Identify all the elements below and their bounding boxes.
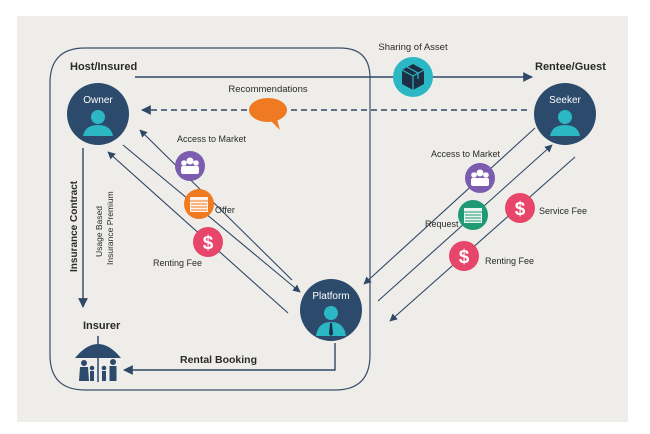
left-access-to-market-label: Access to Market bbox=[177, 134, 247, 144]
owner-label: Owner bbox=[83, 95, 113, 106]
dollar-icon: $ bbox=[505, 193, 535, 223]
sharing-of-asset-label: Sharing of Asset bbox=[378, 42, 448, 53]
svg-text:$: $ bbox=[203, 233, 214, 254]
left-offer-label: Offer bbox=[215, 205, 235, 215]
right-service-fee-label: Service Fee bbox=[539, 206, 587, 216]
fee-right-arrow bbox=[389, 156, 576, 322]
insurance-contract-label: Insurance Contract bbox=[69, 180, 80, 272]
rental-booking-arrow bbox=[123, 343, 336, 375]
recommendations-label: Recommendations bbox=[228, 84, 307, 95]
person-icon bbox=[550, 110, 580, 136]
platform-node bbox=[300, 279, 362, 341]
rentee-guest-label: Rentee/Guest bbox=[535, 61, 606, 73]
svg-text:$: $ bbox=[515, 199, 526, 220]
access-to-market-right-arrow bbox=[363, 127, 536, 285]
access-to-market-left-arrow bbox=[139, 129, 293, 281]
platform-label: Platform bbox=[312, 291, 349, 302]
right-request-label: Request bbox=[425, 219, 459, 229]
svg-text:$: $ bbox=[459, 247, 470, 268]
insurer-label: Insurer bbox=[83, 320, 121, 332]
host-boundary bbox=[49, 47, 371, 391]
right-access-to-market-label: Access to Market bbox=[431, 149, 501, 159]
rental-booking-label: Rental Booking bbox=[180, 354, 257, 366]
group-icon bbox=[465, 163, 495, 193]
usage-based-label-line2: Insurance Premium bbox=[105, 191, 115, 265]
box-icon bbox=[393, 57, 433, 97]
host-insured-label: Host/Insured bbox=[70, 61, 137, 73]
right-renting-fee-label: Renting Fee bbox=[485, 256, 534, 266]
seeker-node bbox=[534, 83, 596, 145]
person-icon bbox=[83, 110, 113, 136]
group-icon bbox=[175, 151, 205, 181]
speech-bubble-icon bbox=[249, 98, 287, 130]
left-renting-fee-label: Renting Fee bbox=[153, 258, 202, 268]
seeker-label: Seeker bbox=[549, 95, 581, 106]
document-icon bbox=[184, 189, 214, 219]
document-icon bbox=[458, 200, 488, 230]
umbrella-family-icon bbox=[75, 336, 121, 382]
businessman-icon bbox=[316, 306, 346, 336]
usage-based-label-line1: Usage Based bbox=[94, 206, 104, 257]
dollar-icon: $ bbox=[193, 227, 223, 257]
dollar-icon: $ bbox=[449, 241, 479, 271]
offer-left-arrow bbox=[122, 144, 301, 293]
owner-node bbox=[67, 83, 129, 145]
